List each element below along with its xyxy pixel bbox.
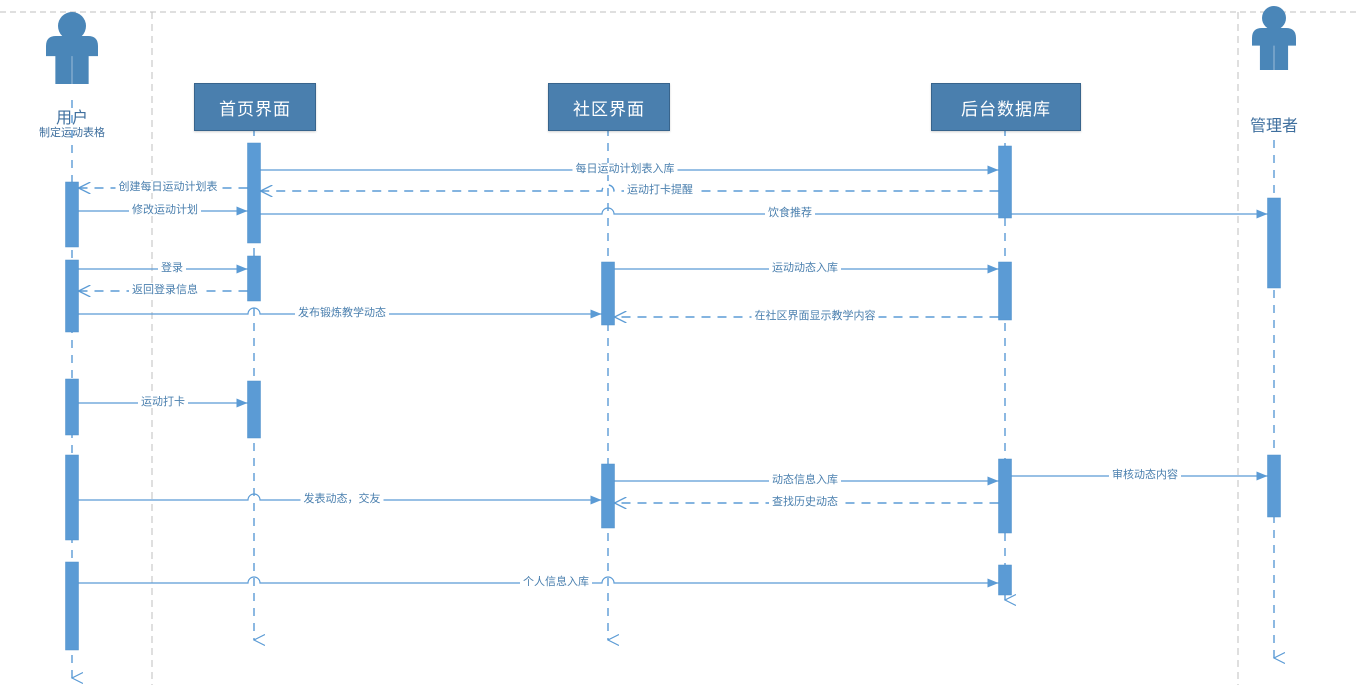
message-label-m7: 运动动态入库	[769, 262, 841, 274]
message-label-m4: 修改运动计划	[129, 204, 201, 216]
activation-bar-database[interactable]	[998, 261, 1012, 321]
actor-sublabel-user: 制定运动表格	[39, 127, 105, 139]
activation-bar-admin[interactable]	[1267, 197, 1281, 289]
activation-bar-community[interactable]	[601, 463, 615, 529]
message-label-m2: 创建每日运动计划表	[115, 181, 221, 193]
lifeline-header-home[interactable]: 首页界面	[194, 83, 316, 131]
message-label-m14: 发表动态，交友	[300, 493, 384, 505]
message-label-m5: 饮食推荐	[765, 207, 815, 219]
lifeline-header-community[interactable]: 社区界面	[548, 83, 670, 131]
message-label-m3: 运动打卡提醒	[624, 184, 696, 196]
activation-bar-database[interactable]	[998, 564, 1012, 596]
message-label-m16: 个人信息入库	[520, 576, 592, 588]
message-label-m9: 发布锻炼教学动态	[295, 307, 389, 319]
message-label-m13: 审核动态内容	[1109, 469, 1181, 481]
activation-bar-user[interactable]	[65, 561, 79, 651]
message-label-m8: 返回登录信息	[129, 284, 201, 296]
message-arrow-m3[interactable]	[261, 184, 999, 191]
activation-bar-user[interactable]	[65, 378, 79, 436]
activation-bar-database[interactable]	[998, 145, 1012, 219]
message-arrow-m9[interactable]	[78, 307, 602, 319]
message-arrow-m5[interactable]	[260, 207, 1268, 219]
message-label-m10: 在社区界面显示教学内容	[751, 310, 879, 322]
activation-bar-community[interactable]	[601, 261, 615, 326]
activation-bar-home[interactable]	[247, 255, 261, 302]
activation-bar-user[interactable]	[65, 259, 79, 333]
message-label-m1: 每日运动计划表入库	[572, 163, 678, 175]
activation-bar-database[interactable]	[998, 458, 1012, 534]
message-label-m11: 运动打卡	[138, 396, 188, 408]
activation-bar-user[interactable]	[65, 181, 79, 248]
message-arrow-m16[interactable]	[78, 576, 999, 588]
activation-bar-home[interactable]	[247, 380, 261, 439]
message-label-m15: 查找历史动态	[769, 496, 841, 508]
activation-bar-admin[interactable]	[1267, 454, 1281, 518]
actor-label-admin: 管理者	[1249, 118, 1298, 135]
message-label-m12: 动态信息入库	[769, 474, 841, 486]
message-arrow-m14[interactable]	[78, 493, 602, 505]
actor-figure-user[interactable]	[46, 12, 98, 84]
activation-bar-home[interactable]	[247, 142, 261, 244]
message-label-m6: 登录	[158, 262, 186, 274]
activation-bar-user[interactable]	[65, 454, 79, 541]
actor-figure-admin[interactable]	[1252, 6, 1296, 70]
actor-label-user: 用户	[55, 110, 88, 127]
lifeline-header-database[interactable]: 后台数据库	[931, 83, 1081, 131]
